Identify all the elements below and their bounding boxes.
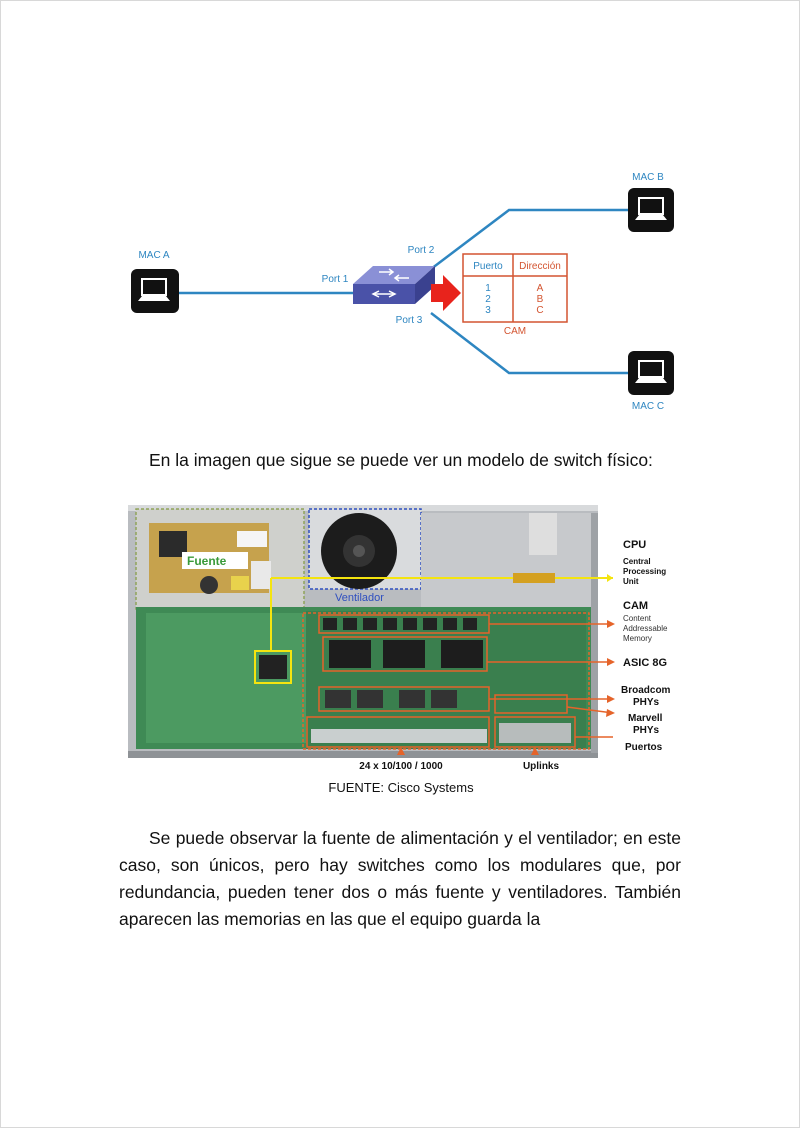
figure-caption: FUENTE: Cisco Systems [328, 780, 474, 795]
label-cam-sub2: Addressable [623, 624, 668, 633]
label-marvell: Marvell [628, 713, 663, 724]
label-broadcom-phys: PHYs [633, 697, 660, 708]
fuente-label: Fuente [187, 554, 227, 568]
body-paragraph: Se puede observar la fuente de alimentac… [119, 828, 681, 929]
label-ports-bottom: 24 x 10/100 / 1000 [359, 761, 443, 772]
computer-icon-mac-a [131, 269, 179, 313]
link-mac-b [430, 208, 628, 270]
cam-table: Puerto Dirección 1 A 2 B 3 C CAM [462, 253, 568, 337]
mac-a-label: MAC A [138, 250, 169, 261]
switch-photo: Fuente Ventilador [128, 505, 671, 772]
cam-header-direccion: Dirección [519, 261, 561, 272]
cam-cell: 2 [485, 294, 491, 305]
cam-cell: A [537, 283, 544, 294]
mac-c-label: MAC C [632, 401, 664, 412]
cam-cell: 1 [485, 283, 491, 294]
intro-paragraph: En la imagen que sigue se puede ver un m… [149, 450, 653, 470]
cam-cell: C [536, 305, 543, 316]
label-marvell-phys: PHYs [633, 725, 660, 736]
label-cpu-sub2: Processing [623, 567, 666, 576]
label-broadcom: Broadcom [621, 685, 671, 696]
label-cpu-sub3: Unit [623, 577, 639, 586]
computer-icon-mac-b [628, 188, 674, 232]
label-cam-sub3: Memory [623, 634, 652, 643]
cam-table-label: CAM [504, 326, 526, 337]
computer-icon-mac-c [628, 351, 674, 395]
label-puertos: Puertos [625, 742, 663, 753]
port2-label: Port 2 [408, 245, 435, 256]
network-diagram: Puerto Dirección 1 A 2 B 3 C CAM MAC A M… [131, 172, 674, 412]
label-uplinks: Uplinks [523, 761, 560, 772]
link-mac-c [430, 312, 628, 375]
label-cam: CAM [623, 600, 648, 612]
switch-icon [353, 266, 435, 304]
port1-label: Port 1 [322, 274, 349, 285]
cam-cell: 3 [485, 305, 491, 316]
label-cpu-sub1: Central [623, 557, 651, 566]
cam-cell: B [537, 294, 544, 305]
label-asic: ASIC 8G [623, 657, 667, 669]
ventilador-label: Ventilador [335, 592, 384, 604]
mac-b-label: MAC B [632, 172, 664, 183]
red-arrow-icon [431, 275, 461, 311]
label-cam-sub1: Content [623, 614, 652, 623]
port3-label: Port 3 [396, 315, 423, 326]
cam-header-puerto: Puerto [473, 261, 503, 272]
label-cpu: CPU [623, 539, 646, 551]
